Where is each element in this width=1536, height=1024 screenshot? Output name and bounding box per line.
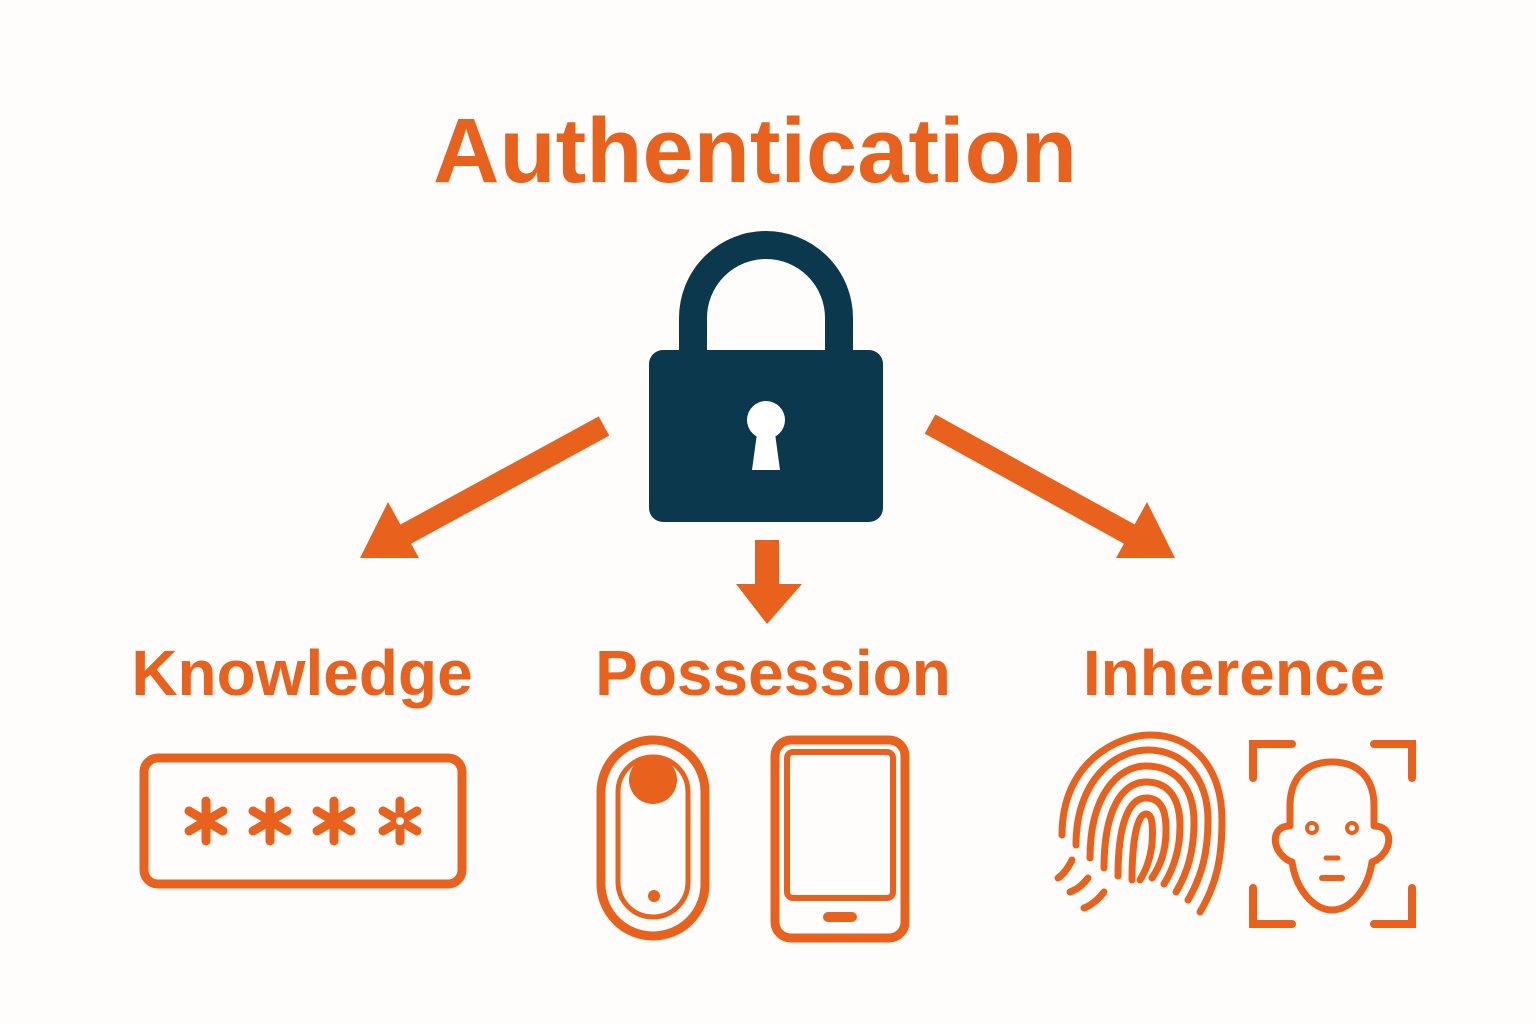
security-key-fob-icon [596, 735, 710, 941]
face-scan-icon [1249, 740, 1416, 928]
arrow-to-knowledge [360, 416, 610, 558]
factor-label-knowledge: Knowledge [131, 637, 472, 709]
arrow-to-possession [736, 540, 802, 624]
keyhole-icon [747, 401, 785, 470]
asterisk-icon [248, 796, 292, 846]
diagram-title: Authentication [433, 100, 1077, 202]
asterisk-icon [184, 796, 228, 846]
smartphone-icon [770, 735, 910, 943]
padlock-icon [649, 231, 883, 522]
factor-label-inherence: Inherence [1083, 637, 1385, 709]
factor-label-possession: Possession [595, 637, 951, 709]
asterisk-icon [312, 796, 356, 846]
asterisk-icon [378, 796, 422, 846]
password-field-icon [139, 753, 467, 889]
arrow-to-inherence [924, 414, 1175, 558]
fingerprint-icon [1054, 731, 1226, 916]
